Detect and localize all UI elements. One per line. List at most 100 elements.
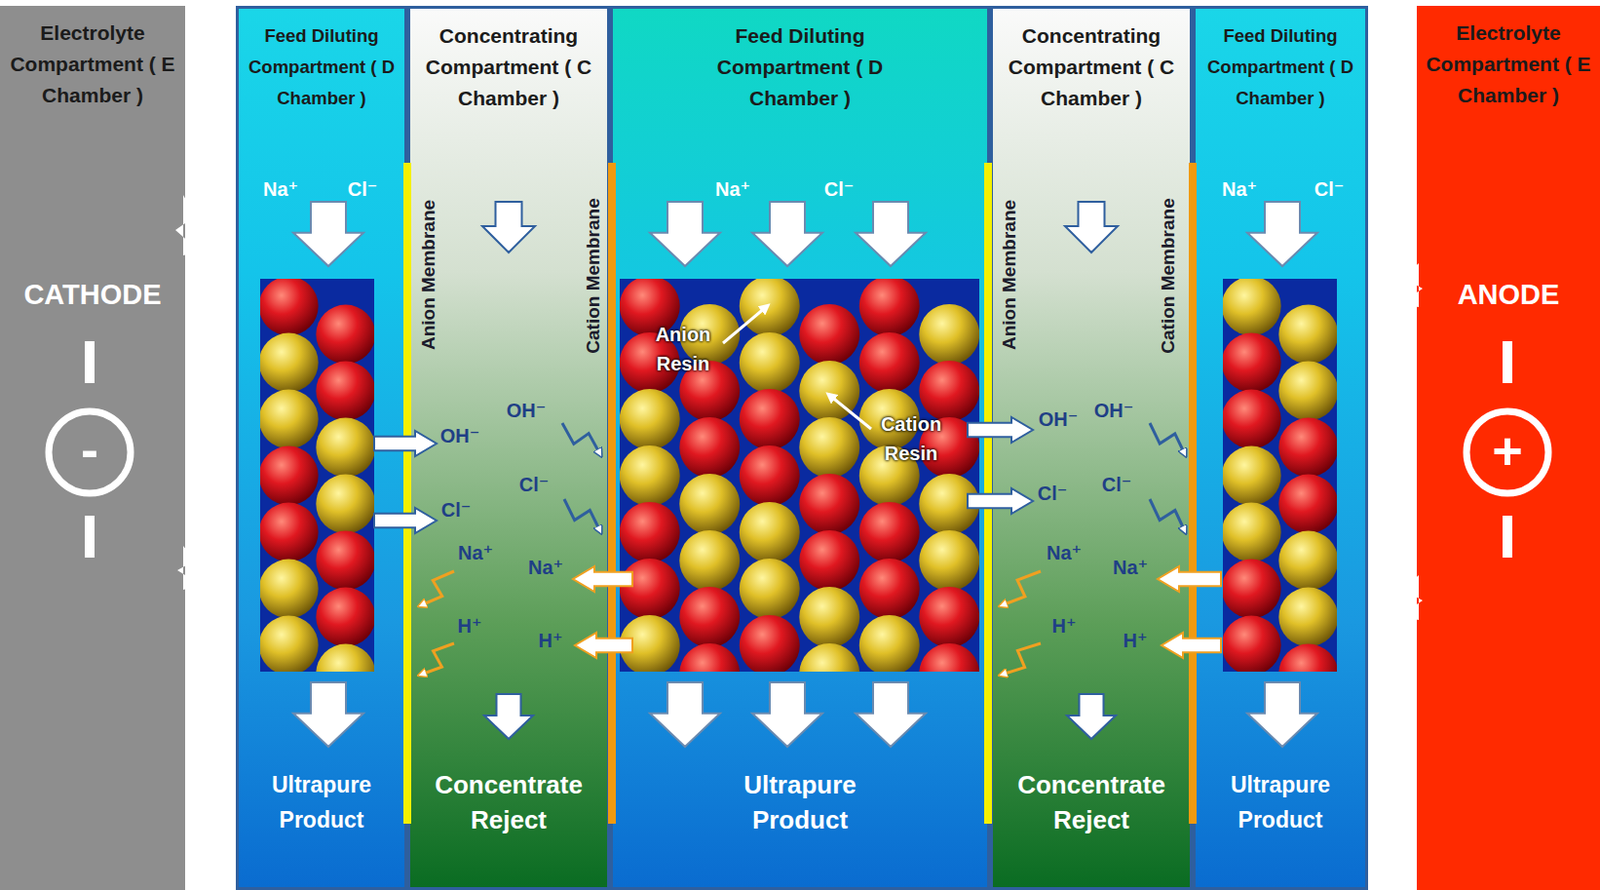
- anion-bead: [260, 615, 319, 672]
- anion-bead: [1278, 531, 1337, 591]
- membrane-label: Cation Membrane: [1157, 197, 1180, 353]
- outlet-name: Concentrate Reject: [1004, 766, 1179, 838]
- flow-arrow: [293, 201, 364, 267]
- text-row: Concentrate Reject: [992, 766, 1190, 838]
- concentrating-chamber: Concentrating Compartment ( C Chamber ) C…: [407, 5, 610, 890]
- chamber-title: Feed Diluting Compartment ( D Chamber ): [713, 20, 887, 115]
- anion-membrane: [403, 162, 412, 824]
- torn-edge: [1399, 574, 1423, 620]
- cation-bead: [679, 643, 740, 672]
- anion-bead: [260, 333, 319, 393]
- ion-arrow: [574, 632, 633, 658]
- anion-bead: [260, 389, 319, 450]
- cation-bead: [859, 278, 920, 337]
- cation-bead: [315, 304, 375, 365]
- ion-label: H⁺: [457, 613, 483, 638]
- cation-bead: [1222, 333, 1282, 393]
- text-row: Feed Diluting Compartment ( D Chamber ): [612, 20, 988, 115]
- anode-bar: [1502, 341, 1513, 383]
- ion-arrow: [967, 417, 1033, 443]
- concentrating-chamber: Concentrating Compartment ( C Chamber ) C…: [990, 5, 1193, 890]
- resin-beads: [1222, 278, 1337, 672]
- anion-bead: [1222, 278, 1282, 336]
- flow-arrow: [293, 682, 364, 747]
- anion-bead: [679, 473, 740, 534]
- text-row: Electrolyte Compartment ( E Chamber ): [1416, 17, 1600, 112]
- cation-bead: [260, 502, 319, 563]
- chamber-title: Feed Diluting Compartment ( D Chamber ): [238, 20, 405, 115]
- anion-bead: [739, 332, 800, 393]
- text-row: Concentrating Compartment ( C Chamber ): [410, 20, 608, 115]
- chamber-title: Feed Diluting Compartment ( D Chamber ): [1195, 20, 1366, 115]
- cathode-circle: [48, 411, 131, 494]
- outlet-name: Ultrapure Product: [1195, 766, 1366, 838]
- cation-membrane: [1188, 162, 1197, 824]
- ion-label: H⁺: [538, 628, 564, 652]
- anion-bead: [260, 559, 319, 619]
- blocked-ion-arrow: [1001, 571, 1041, 606]
- ion-arrow: [1161, 632, 1221, 658]
- flow-arrow: [752, 682, 823, 747]
- cation-bead: [679, 586, 740, 648]
- text-row: CATHODE: [0, 278, 186, 311]
- resin-label: Cation Resin: [873, 409, 950, 468]
- anion-bead: [1278, 361, 1337, 421]
- ion-label: Na⁺: [1046, 540, 1082, 565]
- cation-bead: [859, 558, 920, 619]
- ion-label: Cl⁻: [347, 177, 379, 201]
- ion-label: Na⁺: [457, 540, 494, 565]
- ion-label: OH⁻: [506, 398, 547, 422]
- cation-bead: [1222, 615, 1282, 672]
- cation-bead: [859, 501, 920, 563]
- cation-bead: [799, 530, 860, 591]
- membrane-label: Anion Membrane: [998, 199, 1021, 350]
- ion-arrow: [967, 488, 1033, 514]
- ion-label: Na⁺: [263, 177, 299, 201]
- torn-edge: [1399, 263, 1423, 307]
- leader-arrow: [723, 306, 766, 343]
- ion-label: Cl⁻: [519, 472, 550, 496]
- ion-label: H⁺: [1123, 628, 1148, 652]
- text-row: Ultrapure Product: [1195, 766, 1366, 838]
- outlet-name: Ultrapure Product: [713, 766, 887, 838]
- anion-bead: [679, 530, 740, 591]
- ion-arrow: [572, 566, 633, 592]
- anion-bead: [739, 278, 800, 337]
- blocked-ion-arrow: [1149, 422, 1185, 455]
- electrode-name: ANODE: [1457, 278, 1561, 311]
- anion-bead: [315, 474, 375, 534]
- cation-bead: [918, 586, 980, 648]
- text-row: Concentrating Compartment ( C Chamber ): [992, 20, 1190, 115]
- electrode-sign: +: [1491, 423, 1524, 477]
- flow-arrow: [1065, 201, 1118, 253]
- anion-bead: [918, 304, 980, 365]
- cation-bead: [1222, 559, 1282, 619]
- cation-bead: [619, 501, 681, 563]
- anode-circle: [1466, 411, 1549, 494]
- resin-bed: [619, 278, 980, 672]
- resin-beads: [619, 278, 980, 672]
- blocked-ion-arrow: [564, 498, 601, 532]
- text-row: Ultrapure Product: [238, 766, 405, 838]
- anion-bead: [619, 445, 681, 506]
- cation-bead: [859, 332, 920, 393]
- ion-label: OH⁻: [1038, 407, 1079, 431]
- membranes: [403, 162, 1197, 824]
- chamber-title: Concentrating Compartment ( C Chamber ): [421, 20, 596, 115]
- ion-arrow: [374, 507, 437, 534]
- anion-bead: [799, 586, 860, 648]
- cation-bead: [315, 587, 375, 648]
- text-row: Concentrate Reject: [410, 766, 608, 838]
- anion-bead: [799, 643, 860, 672]
- cation-bead: [739, 388, 800, 450]
- outlet-name: Concentrate Reject: [421, 766, 596, 838]
- flow-arrow: [1247, 682, 1318, 747]
- flow-arrow: [649, 201, 721, 267]
- anion-bead: [799, 417, 860, 478]
- torn-edge: [177, 545, 201, 590]
- chamber-title: Concentrating Compartment ( C Chamber ): [1004, 20, 1179, 115]
- flow-arrow: [482, 201, 535, 253]
- cation-bead: [315, 531, 375, 591]
- resin-label: Anion Resin: [645, 319, 722, 379]
- ion-arrow: [1157, 566, 1221, 592]
